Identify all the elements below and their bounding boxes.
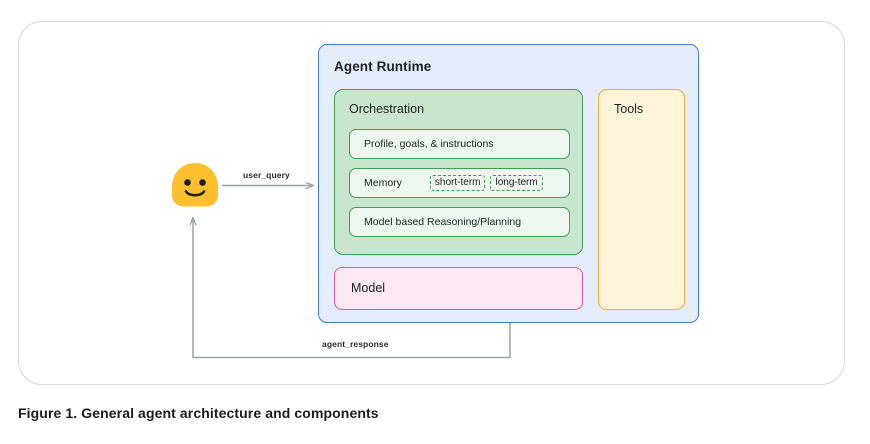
- orchestration-row-profile[interactable]: Profile, goals, & instructions: [349, 129, 570, 159]
- user-avatar-smiley-icon: [172, 163, 218, 207]
- edge-label-agent-response: agent_response: [322, 339, 389, 349]
- model-title: Model: [351, 281, 386, 295]
- agent-runtime-box[interactable]: Agent Runtime Orchestration Profile, goa…: [318, 44, 699, 323]
- orchestration-row-reasoning[interactable]: Model based Reasoning/Planning: [349, 207, 570, 237]
- memory-chip-long-term[interactable]: long-term: [490, 175, 543, 191]
- orchestration-row-profile-label: Profile, goals, & instructions: [364, 138, 494, 150]
- tools-title: Tools: [614, 102, 644, 116]
- model-box[interactable]: Model: [334, 267, 583, 310]
- orchestration-row-memory-label: Memory: [364, 177, 402, 189]
- orchestration-row-reasoning-label: Model based Reasoning/Planning: [364, 216, 522, 228]
- edge-label-user-query: user_query: [243, 170, 290, 180]
- memory-chip-short-term[interactable]: short-term: [429, 175, 486, 191]
- orchestration-row-memory[interactable]: Memory short-term long-term: [349, 168, 570, 198]
- figure-caption: Figure 1. General agent architecture and…: [18, 405, 379, 421]
- tools-box[interactable]: Tools: [598, 89, 685, 310]
- orchestration-box[interactable]: Orchestration Profile, goals, & instruct…: [334, 89, 583, 255]
- agent-runtime-title: Agent Runtime: [334, 59, 432, 74]
- orchestration-title: Orchestration: [349, 102, 425, 116]
